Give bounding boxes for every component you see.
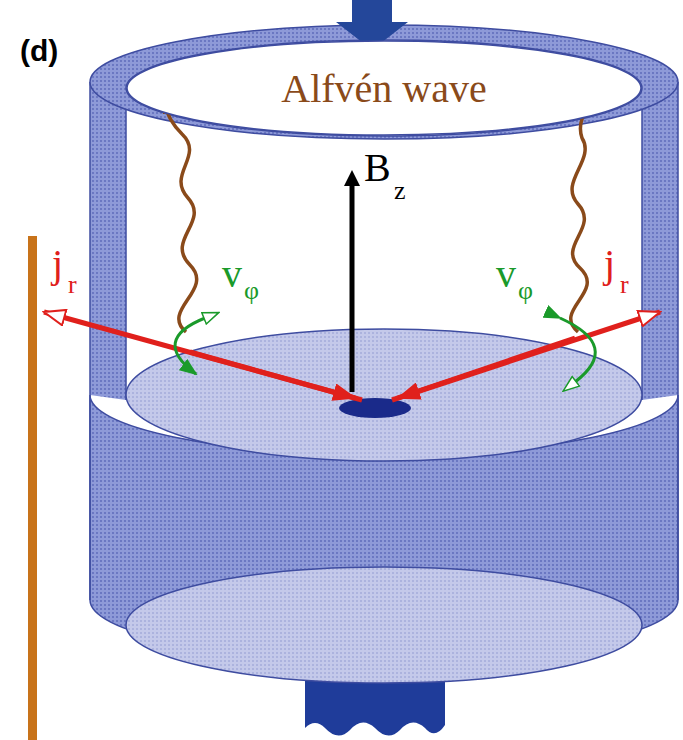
current-subscript: r: [68, 272, 77, 298]
field-subscript: z: [394, 178, 406, 204]
current-symbol: j: [604, 244, 615, 284]
velocity-subscript: φ: [518, 278, 533, 304]
panel-letter: (d): [20, 36, 58, 66]
field-symbol: B: [364, 148, 391, 188]
velocity-symbol: v: [496, 254, 516, 294]
velocity-symbol: v: [222, 254, 242, 294]
wave-label: Alfvén wave: [281, 65, 486, 112]
wave-opening: Alfvén wave: [126, 40, 642, 136]
current-subscript: r: [620, 272, 629, 298]
current-symbol: j: [52, 244, 63, 284]
velocity-subscript: φ: [244, 278, 259, 304]
